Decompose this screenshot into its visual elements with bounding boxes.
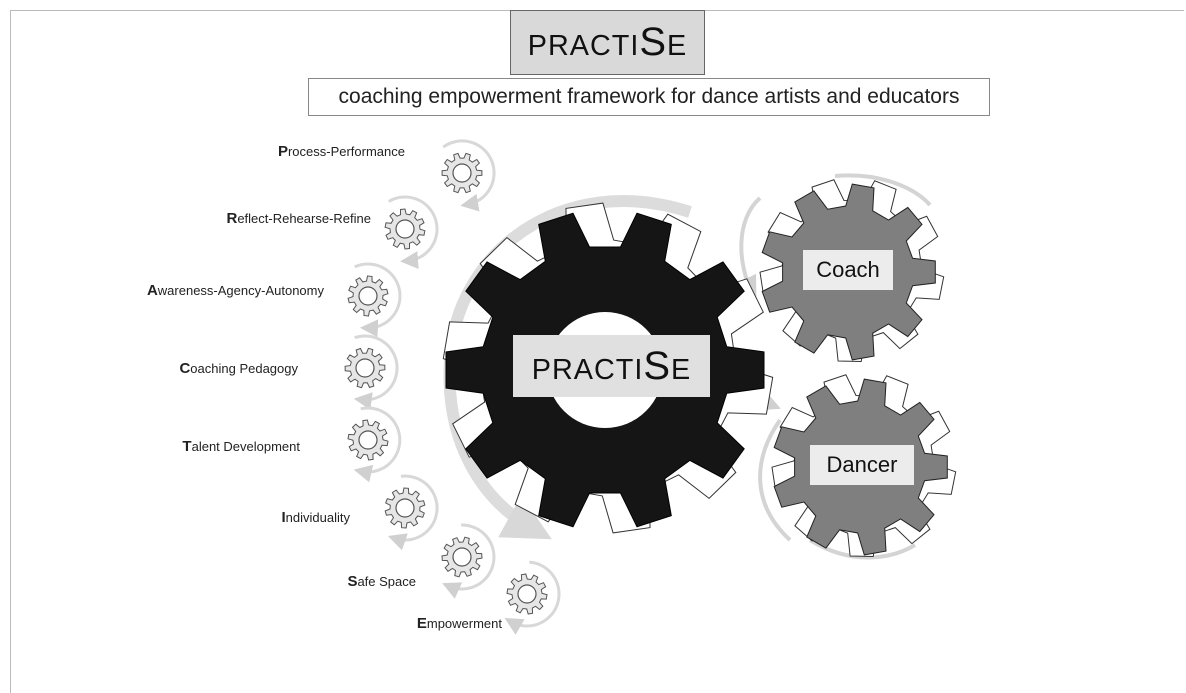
gear-icon <box>347 262 402 338</box>
item-coaching-pedagogy: Coaching Pedagogy <box>179 360 298 377</box>
title-box: PRACTISE <box>510 10 705 75</box>
gear-icon <box>384 195 439 270</box>
center-gear-text: PRACTISE <box>531 343 692 388</box>
item-individuality: Individuality <box>281 509 351 526</box>
item-empowerment: Empowerment <box>416 615 502 632</box>
coach-gear-label: Coach <box>803 250 893 290</box>
small-gears-group <box>344 139 561 635</box>
item-reflect-rehearse-refine: Reflect-Rehearse-Refine <box>226 210 371 227</box>
center-gear-label: PRACTISE <box>513 335 710 397</box>
dancer-gear-label: Dancer <box>810 445 914 485</box>
item-process-performance: Process-Performance <box>277 143 405 160</box>
gear-icon <box>384 474 439 551</box>
coach-top-arrow <box>834 173 932 207</box>
gear-icon <box>504 560 561 635</box>
gear-icon <box>344 334 399 411</box>
dancer-bottom-arrow <box>808 538 917 560</box>
subtitle-box: coaching empowerment framework for dance… <box>308 78 990 116</box>
item-talent-development: Talent Development <box>182 438 300 455</box>
gear-icon <box>441 139 496 212</box>
title-text: PRACTISE <box>527 20 688 64</box>
subtitle-text: coaching empowerment framework for dance… <box>338 85 960 108</box>
item-safe-space: Safe Space <box>347 573 416 590</box>
item-awareness-agency-autonomy: Awareness-Agency-Autonomy <box>146 282 324 299</box>
gear-icon <box>347 406 402 483</box>
coach-curved-arrow <box>734 196 762 301</box>
dancer-curved-arrow <box>758 418 792 542</box>
gear-icon <box>441 523 496 599</box>
